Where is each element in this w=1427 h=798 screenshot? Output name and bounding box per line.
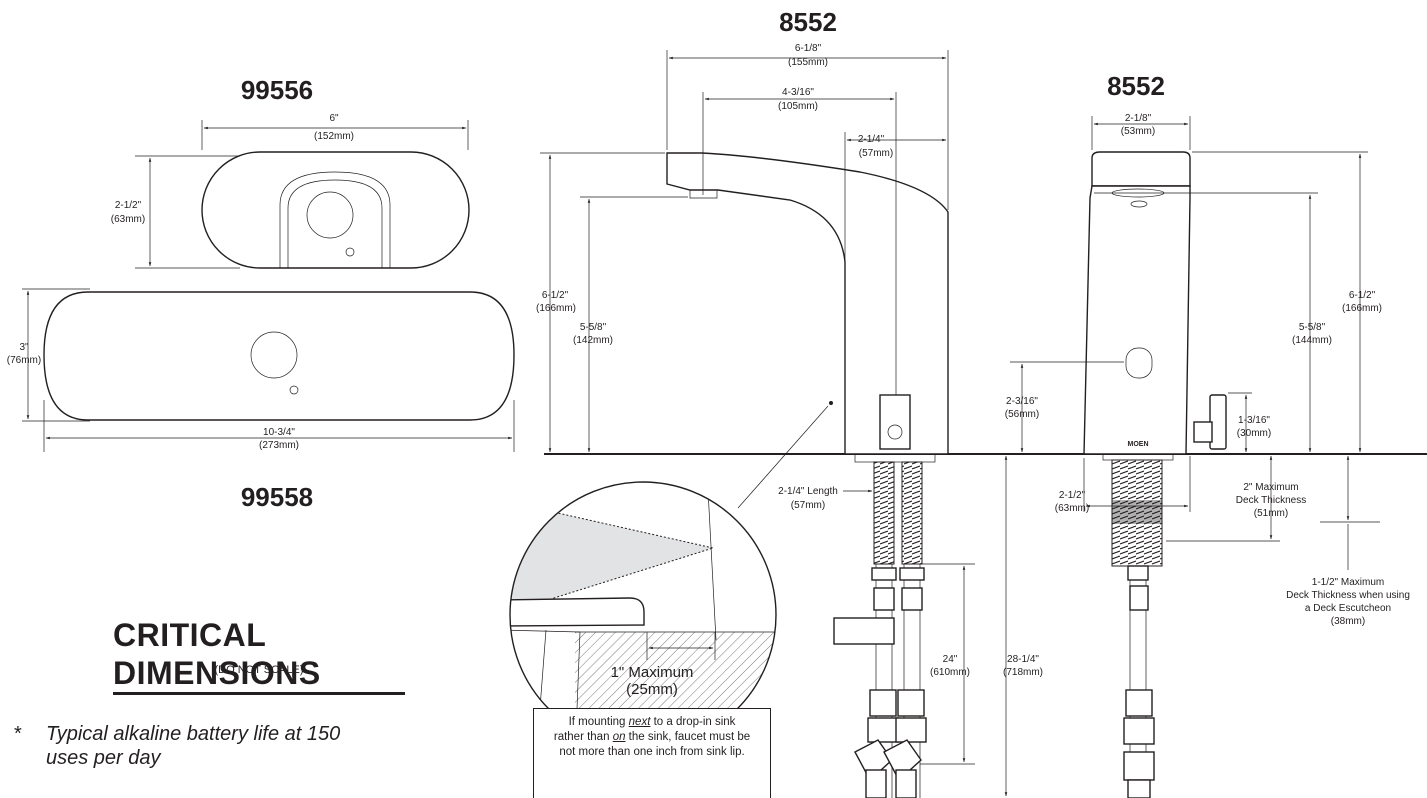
svg-text:3": 3" [19,342,29,353]
dim-side-body: 2-1/4" (57mm) [844,132,947,260]
svg-text:(610mm): (610mm) [930,667,970,678]
dim-side-height: 6-1/2" (166mm) [536,152,665,453]
svg-text:(57mm): (57mm) [859,148,893,159]
model-8552-front-label: 8552 [1107,71,1165,101]
svg-text:1-3/16": 1-3/16" [1238,415,1270,426]
dim-escutcheon-thickness: 1-1/2" Maximum Deck Thickness when using… [1286,455,1410,627]
footnote-text: Typical alkaline battery life at 150 use… [46,723,341,769]
svg-text:a Deck Escutcheon: a Deck Escutcheon [1305,603,1391,614]
dim-hose-length: 24" (610mm) [920,563,975,765]
dim-side-spout: 5-5/8" (142mm) [573,196,688,453]
dim-front-shank-width: 2-1/2" (63mm) [1055,456,1191,514]
footnote-mark: * [14,723,22,745]
mounting-note: If mounting next to a drop-in sink rathe… [533,708,771,798]
dim-side-overall: 6-1/8" (155mm) [666,43,949,210]
svg-text:(38mm): (38mm) [1331,616,1365,627]
svg-text:2-1/2": 2-1/2" [1059,490,1086,501]
svg-text:2-1/4" Length: 2-1/4" Length [778,486,838,497]
svg-text:6-1/2": 6-1/2" [1349,290,1376,301]
svg-text:2-1/8": 2-1/8" [1125,113,1152,124]
dim-front-handle: 1-3/16" (30mm) [1228,392,1271,453]
svg-text:24": 24" [943,654,958,665]
svg-text:(166mm): (166mm) [1342,303,1382,314]
svg-text:Deck Thickness when using: Deck Thickness when using [1286,590,1410,601]
svg-text:5-5/8": 5-5/8" [1299,322,1326,333]
svg-text:(105mm): (105mm) [778,101,818,112]
svg-text:(63mm): (63mm) [1055,503,1089,514]
svg-text:6-1/2": 6-1/2" [542,290,569,301]
svg-text:(53mm): (53mm) [1121,126,1155,137]
brand-logo: MOEN [1128,441,1149,448]
svg-text:(144mm): (144mm) [1292,335,1332,346]
dim-99558-height: 3" (76mm) [7,288,90,422]
svg-text:(56mm): (56mm) [1005,409,1039,420]
svg-text:(76mm): (76mm) [7,355,41,366]
front-shank-hose [1111,459,1163,798]
svg-text:1-1/2" Maximum: 1-1/2" Maximum [1312,577,1384,588]
svg-text:2-1/4": 2-1/4" [858,134,885,145]
svg-text:1" Maximum: 1" Maximum [611,664,694,681]
dim-side-reach: 4-3/16" (105mm) [702,87,897,395]
svg-text:(51mm): (51mm) [1254,508,1288,519]
svg-text:28-1/4": 28-1/4" [1007,654,1039,665]
model-99556-label: 99556 [241,75,313,105]
svg-text:(718mm): (718mm) [1003,667,1043,678]
svg-text:5-5/8": 5-5/8" [580,322,607,333]
dim-deck-thickness: 2" Maximum Deck Thickness (51mm) [1166,455,1306,542]
model-99558-label: 99558 [241,482,313,512]
svg-text:(142mm): (142mm) [573,335,613,346]
dim-99556-width: 6" (152mm) [201,113,469,150]
svg-text:(57mm): (57mm) [791,500,825,511]
plate-99558 [43,291,515,421]
svg-text:2" Maximum: 2" Maximum [1243,482,1298,493]
dim-front-spout: 5-5/8" (144mm) [1094,192,1332,453]
svg-text:6": 6" [329,113,339,124]
svg-text:(273mm): (273mm) [259,440,299,451]
critical-dimensions-heading: CRITICAL DIMENSIONS [113,616,405,695]
svg-text:(63mm): (63mm) [111,214,145,225]
faucet-side-body [666,152,949,463]
plate-99556 [201,151,470,269]
side-shank-hoses [833,461,927,798]
model-8552-side-label: 8552 [779,7,837,37]
dim-99556-height: 2-1/2" (63mm) [111,155,240,269]
do-not-scale-label: (DO NOT SCALE) [214,664,304,676]
svg-text:2-3/16": 2-3/16" [1006,396,1038,407]
svg-text:4-3/16": 4-3/16" [782,87,814,98]
dim-front-height: 6-1/2" (166mm) [1192,151,1382,453]
dim-front-width: 2-1/8" (53mm) [1091,113,1191,150]
svg-text:(25mm): (25mm) [626,681,678,698]
dim-total-length: 28-1/4" (718mm) [1003,455,1043,797]
svg-text:(155mm): (155mm) [788,57,828,68]
svg-text:2-1/2": 2-1/2" [115,200,142,211]
svg-text:(166mm): (166mm) [536,303,576,314]
svg-text:(152mm): (152mm) [314,131,354,142]
svg-text:(30mm): (30mm) [1237,428,1271,439]
dim-front-sensor: 2-3/16" (56mm) [1005,361,1124,453]
faucet-front-body: MOEN [1083,151,1227,461]
svg-text:Deck Thickness: Deck Thickness [1236,495,1306,506]
svg-text:10-3/4": 10-3/4" [263,427,295,438]
svg-text:6-1/8": 6-1/8" [795,43,822,54]
dim-shank-length: 2-1/4" Length (57mm) [778,486,873,511]
dim-99558-width: 10-3/4" (273mm) [43,400,515,452]
